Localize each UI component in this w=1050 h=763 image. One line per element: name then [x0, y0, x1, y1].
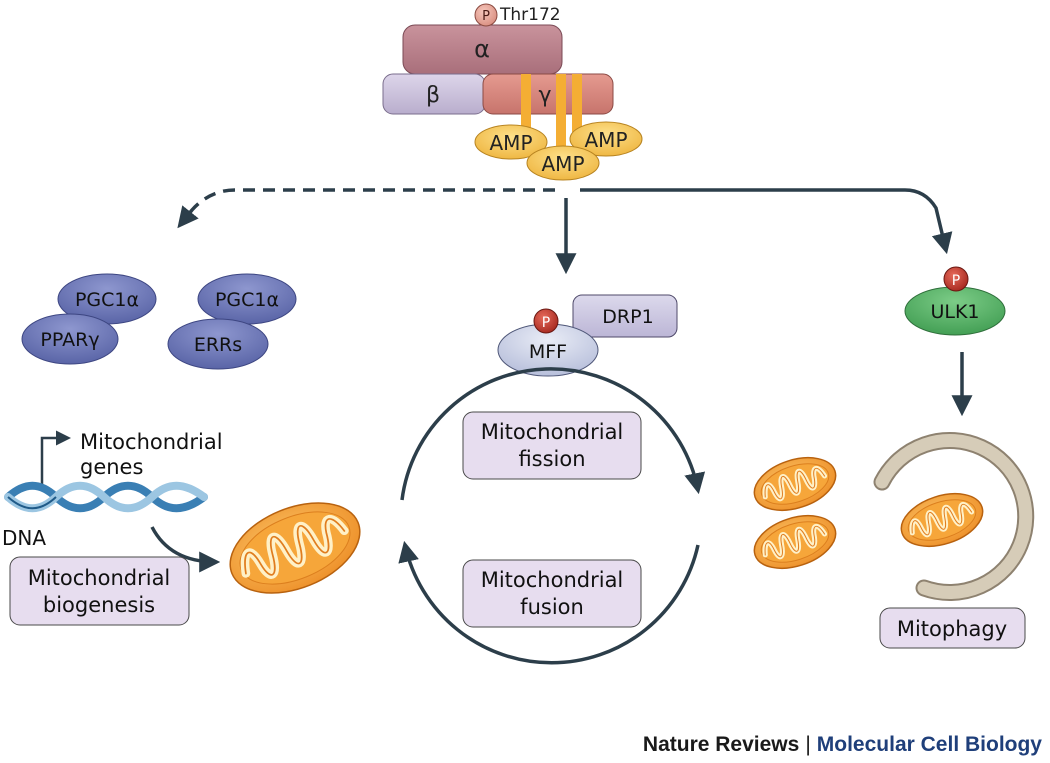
ulk1-phospho-badge — [943, 266, 969, 292]
gene-expression-arrow — [40, 430, 71, 488]
ulk1-label: ULK1 — [930, 301, 979, 323]
ulk1-phospho-label: P — [952, 273, 960, 289]
pgc1a-label-right: PGC1α — [215, 289, 279, 311]
fission-label-line2: fission — [518, 447, 585, 471]
small-mitochondrion-1 — [753, 456, 837, 512]
drp1-label: DRP1 — [602, 306, 653, 328]
mff-label: MFF — [529, 341, 567, 363]
biogenesis-label-line1: Mitochondrial — [28, 566, 171, 590]
drp1-box — [572, 294, 678, 338]
transcription-factors: PGC1α PPARγ PGC1α ERRs — [21, 273, 297, 370]
fusion-label-line2: fusion — [520, 595, 584, 619]
ampk-phospho-label: P — [482, 9, 490, 24]
engulfed-mitochondrion — [900, 492, 984, 548]
dna-label: DNA — [2, 526, 46, 550]
pgc1a-label-left: PGC1α — [75, 289, 139, 311]
journal-name: Molecular Cell Biology — [816, 733, 1042, 756]
ampk-complex: α β γ AMP AMP AMP P Thr172 — [382, 3, 643, 181]
small-mitochondrion-2 — [753, 514, 837, 570]
amp-label-3: AMP — [542, 152, 585, 176]
fusion-process-box — [462, 559, 642, 628]
amp-molecule-1 — [474, 124, 548, 160]
dna-biogenesis-group: Mitochondrial genes DNA Mitochondrial bi… — [2, 430, 361, 626]
mff-phospho-label: P — [542, 315, 550, 331]
fission-fusion-cycle: DRP1 MFF P Mitochondrial fission Mitocho… — [398, 294, 706, 665]
credit-separator: | — [805, 733, 811, 756]
amp-label-1: AMP — [490, 131, 533, 155]
mitophagy-group: ULK1 P Mitophagy — [873, 266, 1035, 649]
ampk-gamma-label: γ — [538, 83, 551, 108]
thr172-label: Thr172 — [499, 5, 561, 25]
errs-label: ERRs — [194, 334, 242, 356]
ampk-alpha-label: α — [474, 35, 490, 63]
fragmented-mitochondria — [753, 456, 837, 570]
publisher-name: Nature Reviews — [642, 733, 800, 756]
fusion-arc-arrow — [398, 540, 700, 665]
ppar-gamma-label: PPARγ — [40, 329, 99, 351]
amp-binding-bar-3 — [572, 74, 582, 132]
ampk-output-arrows — [177, 188, 953, 275]
amp-molecule-3 — [526, 145, 600, 181]
dashed-arrow-to-biogenesis — [177, 188, 555, 229]
biogenesis-arrow — [150, 526, 221, 573]
journal-credit: Nature Reviews|Molecular Cell Biology — [643, 733, 1042, 757]
fission-label-line1: Mitochondrial — [481, 420, 624, 444]
biogenesis-label-line2: biogenesis — [43, 593, 155, 617]
amp-label-2: AMP — [585, 128, 628, 152]
fission-process-box — [462, 411, 642, 480]
fission-arc-arrow — [400, 367, 706, 501]
ppar-gamma-ellipse — [21, 313, 119, 365]
ampk-phospho-badge — [474, 3, 498, 27]
arrow-to-ulk1 — [580, 188, 953, 255]
amp-binding-bar-2 — [556, 74, 566, 152]
ampk-beta-label: β — [426, 83, 440, 108]
large-mitochondrion — [229, 502, 361, 594]
mito-genes-label-line2: genes — [80, 455, 143, 479]
mitophagy-process-box — [879, 607, 1026, 649]
mff-phospho-badge — [533, 308, 559, 334]
amp-molecule-2 — [569, 121, 643, 157]
errs-ellipse — [167, 318, 269, 370]
dna-helix — [4, 481, 208, 513]
biogenesis-process-box — [9, 556, 190, 626]
mito-genes-label-line1: Mitochondrial — [80, 430, 223, 454]
fusion-label-line1: Mitochondrial — [481, 568, 624, 592]
mitophagy-label: Mitophagy — [897, 617, 1007, 641]
amp-binding-bar-1 — [521, 74, 531, 132]
